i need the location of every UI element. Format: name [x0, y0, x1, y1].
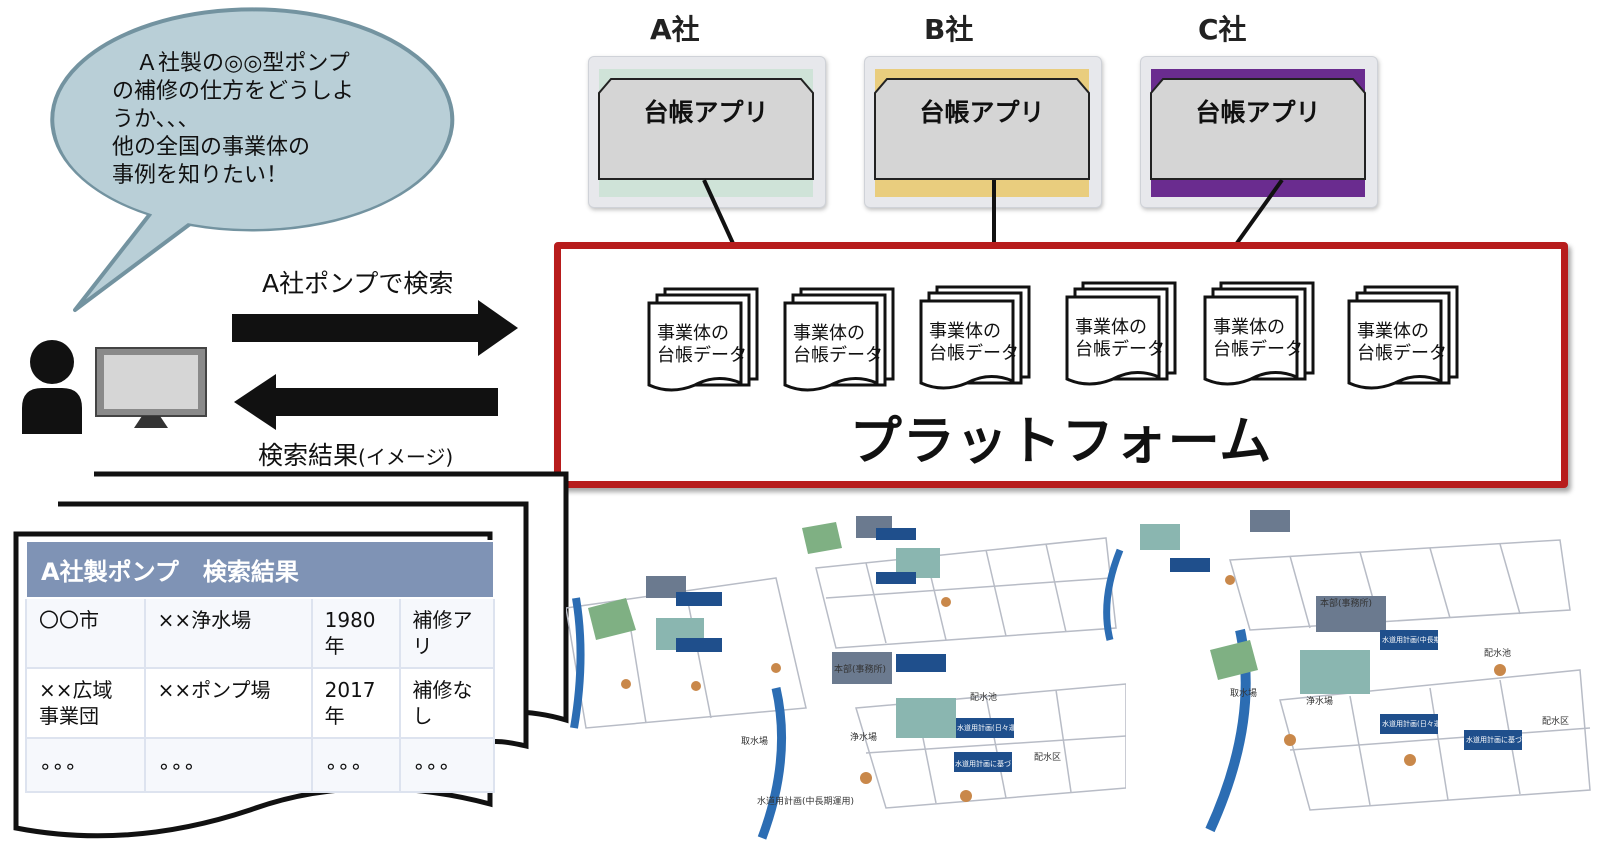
result-cell: ∘∘∘	[310, 737, 401, 793]
result-cell: ∘∘∘	[143, 737, 313, 793]
doc-stack-icon	[1203, 281, 1315, 386]
speech-bubble-text: Ａ社製の◎◎型ポンプ の補修の仕方をどうしよ うか、、、 他の全国の事業体の 事…	[112, 50, 382, 190]
doc-line1: 事業体の	[1075, 317, 1147, 338]
result-cell: ××ポンプ場	[143, 667, 313, 739]
result-cell: 1980年	[310, 597, 401, 669]
doc-line1: 事業体の	[1213, 317, 1285, 338]
speech-line: うか、、、	[112, 107, 200, 132]
doc-stack-icon	[1065, 281, 1177, 386]
user-icon	[22, 340, 82, 434]
doc-line2: 台帳データ	[657, 345, 747, 366]
search-results-table: A社製ポンプ 検索結果 〇〇市 ××浄水場 1980年 補修アリ ××広域事業団…	[25, 540, 495, 793]
ledger-doc: 事業体の台帳データ	[1063, 281, 1181, 391]
table-row: 〇〇市 ××浄水場 1980年 補修アリ	[25, 597, 495, 669]
app-label: 台帳アプリ	[1195, 98, 1321, 127]
water-system-illustration-right: 取水場 浄水場 配水池 配水区 本部(事務所) 水道用計画(中長期運用) 水道用…	[1103, 510, 1591, 833]
platform-box: 事業体の台帳データ 事業体の台帳データ 事業体の台帳データ 事業体の台帳データ	[554, 242, 1568, 488]
doc-line1: 事業体の	[657, 323, 729, 344]
company-label-c: C社	[1198, 13, 1247, 46]
illustration-label: 浄水場	[850, 731, 877, 743]
app-window-shape	[598, 78, 814, 180]
doc-stack-icon	[919, 285, 1031, 390]
result-arrow	[234, 374, 498, 430]
result-header-row: A社製ポンプ 検索結果	[25, 540, 495, 599]
app-label: 台帳アプリ	[643, 98, 769, 127]
speech-line: Ａ社製の◎◎型ポンプ	[136, 51, 350, 76]
water-system-illustration-left: 取水場 浄水場 配水池 配水区 本部(事務所) 水道用計画(日々運用) 水道用計…	[566, 516, 1126, 840]
speech-line: 事例を知りたい！	[112, 163, 289, 188]
ledger-doc: 事業体の台帳データ	[1345, 285, 1463, 395]
illustration-label: 水道用計画(中長期運用)	[757, 795, 854, 807]
table-row: ∘∘∘ ∘∘∘ ∘∘∘ ∘∘∘	[25, 737, 495, 793]
result-cell: 〇〇市	[25, 597, 146, 669]
company-label-a: A社	[650, 13, 700, 46]
ledger-doc: 事業体の台帳データ	[781, 287, 899, 397]
speech-bubble	[50, 7, 455, 312]
result-header: A社製ポンプ 検索結果	[25, 540, 495, 599]
illustration-label: 浄水場	[1306, 695, 1333, 707]
speech-line: の補修の仕方をどうしよ	[112, 79, 355, 104]
illustration-label: 配水池	[970, 691, 997, 703]
doc-line1: 事業体の	[929, 321, 1001, 342]
doc-stack-icon	[1347, 285, 1459, 390]
doc-stack-icon	[647, 287, 759, 392]
monitor-icon	[95, 347, 207, 428]
illustration-label: 配水池	[1484, 647, 1511, 659]
ledger-doc: 事業体の台帳データ	[917, 285, 1035, 395]
doc-line2: 台帳データ	[1357, 343, 1447, 364]
illustration-label: 配水区	[1542, 715, 1569, 727]
doc-line1: 事業体の	[1357, 321, 1429, 342]
result-label-small: (イメージ)	[358, 445, 454, 469]
app-card-a: 台帳アプリ	[588, 56, 826, 208]
illustration-label: 水道用計画に基づき操作	[955, 759, 1032, 768]
app-window-shape	[1150, 78, 1366, 180]
result-cell: 補修なし	[398, 667, 495, 739]
illustration-label: 水道用計画(日々運用)	[957, 723, 1026, 732]
table-row: ××広域事業団 ××ポンプ場 2017年 補修なし	[25, 667, 495, 739]
doc-stack-icon	[783, 287, 895, 392]
platform-title: プラットフォーム	[849, 412, 1273, 472]
illustration-label: 取水場	[741, 735, 768, 747]
speech-line: 他の全国の事業体の	[112, 135, 311, 160]
illustration-label: 水道用計画に基づき操作	[1466, 735, 1543, 744]
illustration-label: 本部(事務所)	[834, 663, 886, 675]
app-card-c: 台帳アプリ	[1140, 56, 1378, 208]
company-label-b: B社	[924, 13, 974, 46]
doc-line2: 台帳データ	[1213, 339, 1303, 360]
app-window-shape	[874, 78, 1090, 180]
doc-line2: 台帳データ	[1075, 339, 1165, 360]
illustration-label: 取水場	[1230, 687, 1257, 699]
illustration-label: 水道用計画(中長期運用)	[1382, 635, 1458, 644]
illustration-label: 本部(事務所)	[1320, 597, 1372, 609]
result-arrow-label: 検索結果(イメージ)	[258, 436, 453, 472]
result-cell: ∘∘∘	[25, 737, 146, 793]
app-card-b: 台帳アプリ	[864, 56, 1102, 208]
result-label: 検索結果	[258, 441, 359, 470]
doc-line2: 台帳データ	[793, 345, 883, 366]
result-cell: ××広域事業団	[25, 667, 146, 739]
app-label: 台帳アプリ	[919, 98, 1045, 127]
result-cell: 2017年	[310, 667, 401, 739]
result-cell: ××浄水場	[143, 597, 313, 669]
result-cell: ∘∘∘	[398, 737, 495, 793]
illustration-label: 水道用計画(日々運用)	[1382, 719, 1451, 728]
result-cell: 補修アリ	[398, 597, 495, 669]
doc-line1: 事業体の	[793, 323, 865, 344]
ledger-doc: 事業体の台帳データ	[645, 287, 763, 397]
ledger-doc: 事業体の台帳データ	[1201, 281, 1319, 391]
illustration-label: 配水区	[1034, 751, 1061, 763]
search-arrow-label: A社ポンプで検索	[262, 269, 454, 298]
doc-line2: 台帳データ	[929, 343, 1019, 364]
search-arrow	[232, 300, 518, 356]
